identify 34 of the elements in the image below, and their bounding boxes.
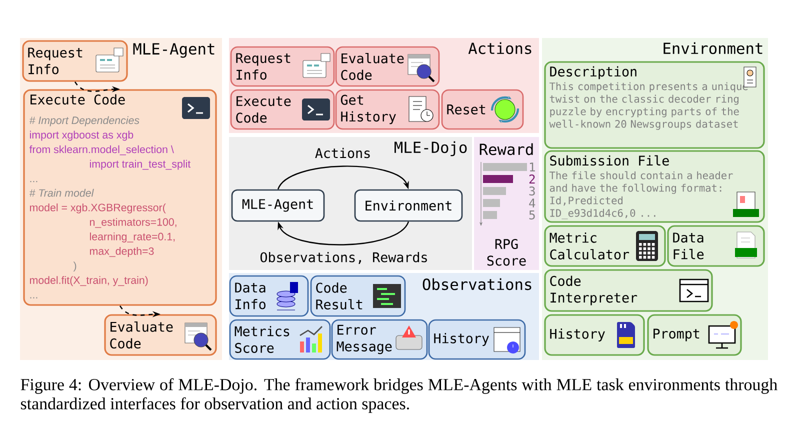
rank-number: 4 xyxy=(529,198,536,208)
node-label: # Import Dependencies xyxy=(29,116,140,126)
edge-label: Observations, Rewards xyxy=(258,250,430,266)
node-label: ... xyxy=(30,297,38,298)
node-label: Execute Code xyxy=(30,94,125,105)
node-label: max_depth=3 xyxy=(90,247,154,258)
node-label: ) xyxy=(73,262,76,272)
rank-number: 2 xyxy=(529,174,535,184)
node-label: model.fit(X_train, y_train) xyxy=(30,276,148,286)
node-label: ... xyxy=(30,180,38,182)
node-label: ID_e93d1d4c6,0 ... xyxy=(550,208,656,220)
component-box: Code Interpreter xyxy=(544,269,713,312)
agent-box: MLE-Agent xyxy=(231,189,325,222)
node-label: import train_test_split xyxy=(90,160,191,170)
environment-box: Environment xyxy=(354,189,463,222)
node-label: Id,Predicted xyxy=(550,196,622,206)
node-label: model = xgb.XGBRegressor( xyxy=(30,203,166,214)
node-label: The file should contain a header and have the following format: xyxy=(550,171,733,194)
arrow xyxy=(278,166,409,190)
edge-label: Actions xyxy=(314,146,372,160)
rank-number: 5 xyxy=(529,210,535,220)
arrow xyxy=(278,221,409,246)
node-label: learning_rate=0.1, xyxy=(90,232,175,242)
submission-box: Submission File The file should contain a header and have the following format: Id,Predicted ID_e93d1d4c6,0 ... xyxy=(544,150,765,223)
node-label: n_estimators=100, xyxy=(90,218,176,228)
node-label: # Train model xyxy=(29,188,94,197)
observation-box: Metrics Score xyxy=(229,319,331,360)
node-label: import xgboost as xgb xyxy=(30,130,134,141)
node-label: from sklearn.model_selection \ xyxy=(29,145,174,156)
node-label: Submission File xyxy=(550,155,669,166)
code-box: Execute Code # Import Dependencies import xgboost as xgb from sklearn.model_selection \ import train_test_split ... # Train model model = xgb.XGBRegressor( n_estimators=100, learning_rate=0.1, max_depth=3 ) model.fit(X_train, y_train) ... xyxy=(23,89,217,306)
caption: Figure 4: Overview of MLE-Dojo. The framework bridges MLE-Agents with MLE task environments through standardized interfaces for observation and action spaces. xyxy=(20,378,778,413)
rank-number: 3 xyxy=(529,186,535,196)
rank-number: 1 xyxy=(530,162,535,172)
